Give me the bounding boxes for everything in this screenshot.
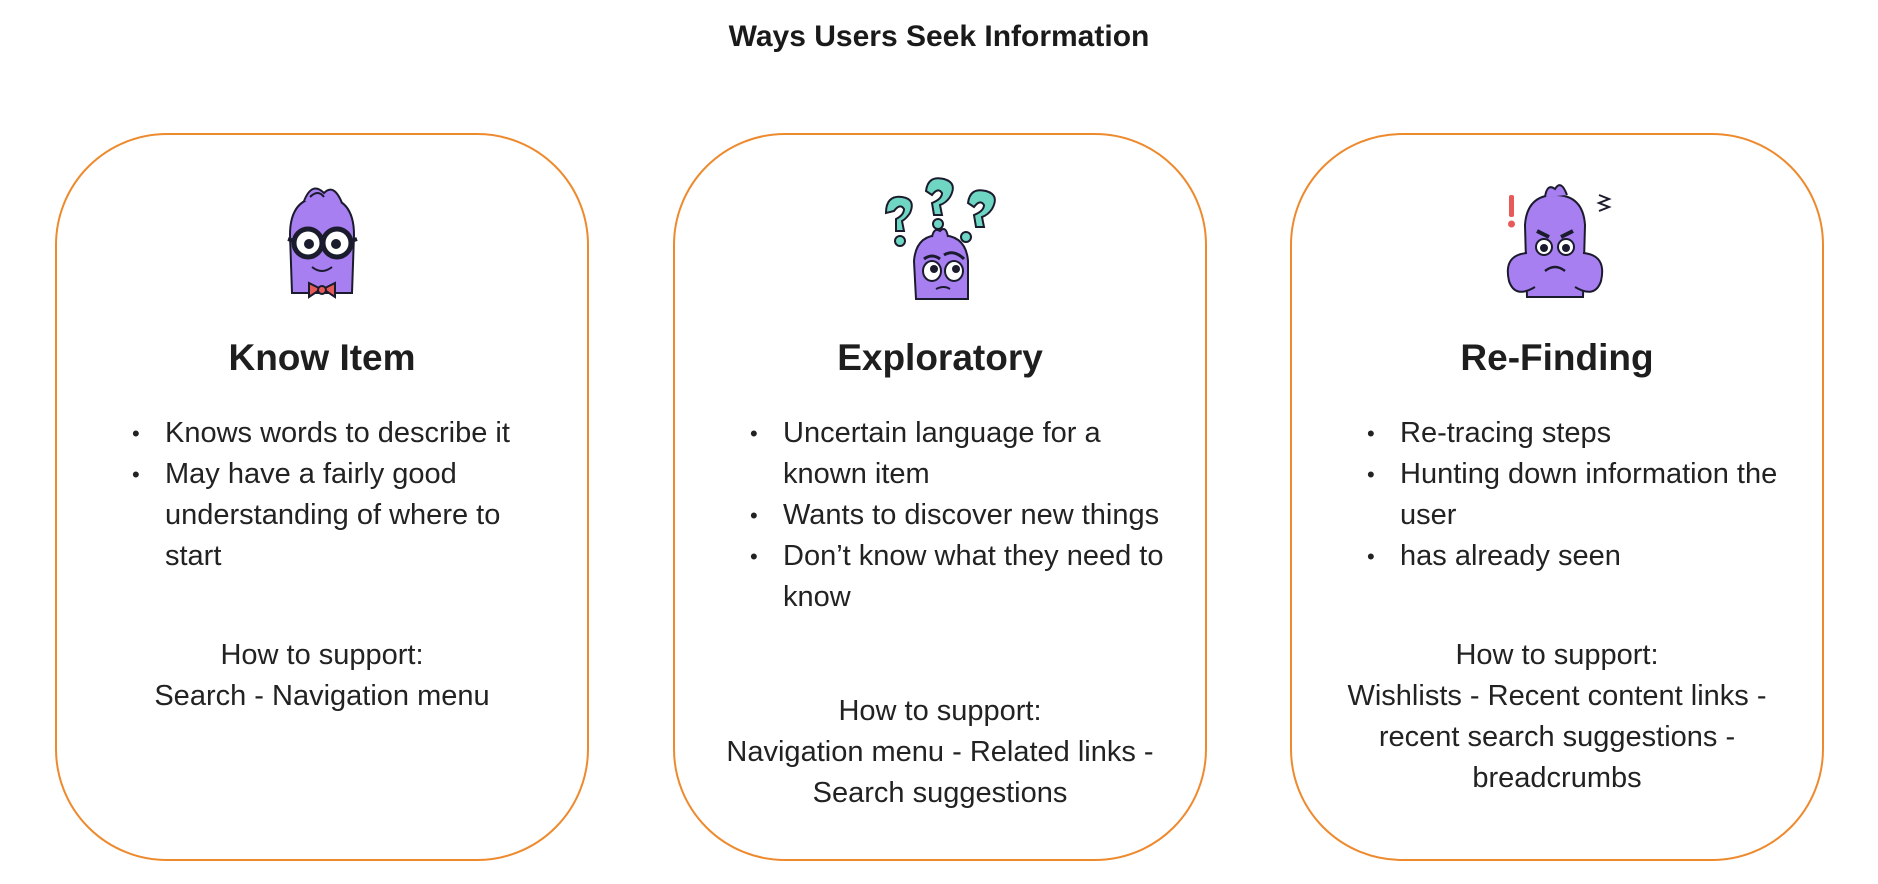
- support-text: Navigation menu - Related links - Search…: [726, 736, 1154, 809]
- card-re-finding: Re-Finding Re-tracing steps Hunting down…: [1290, 133, 1824, 861]
- support-section: How to support: Search - Navigation menu: [57, 635, 587, 717]
- support-label: How to support:: [838, 695, 1042, 727]
- support-text: Wishlists - Recent content links - recen…: [1347, 680, 1767, 794]
- confused-monster-icon: [884, 177, 996, 300]
- card-title: Know Item: [228, 337, 416, 378]
- list-item: Uncertain language for a known item: [750, 413, 1180, 495]
- card-title: Re-Finding: [1460, 337, 1654, 378]
- support-label: How to support:: [220, 639, 424, 671]
- frustrated-monster-icon: [1506, 184, 1612, 298]
- support-label: How to support:: [1455, 639, 1659, 671]
- list-item: Hunting down information the user: [1367, 454, 1797, 536]
- card-title: Exploratory: [837, 337, 1043, 378]
- list-item: May have a fairly good understanding of …: [132, 454, 562, 577]
- list-item: has already seen: [1367, 536, 1797, 577]
- card-exploratory: Exploratory Uncertain language for a kno…: [673, 133, 1207, 861]
- list-item: Don’t know what they need to know: [750, 536, 1180, 618]
- support-section: How to support: Navigation menu - Relate…: [675, 691, 1205, 814]
- page-title: Ways Users Seek Information: [728, 20, 1150, 53]
- bullet-list: Knows words to describe it May have a fa…: [132, 413, 562, 577]
- list-item: Wants to discover new things: [750, 495, 1180, 536]
- list-item: Re-tracing steps: [1367, 413, 1797, 454]
- bullet-list: Uncertain language for a known item Want…: [750, 413, 1180, 618]
- bullet-list: Re-tracing steps Hunting down informatio…: [1367, 413, 1797, 577]
- nerd-monster-icon: [287, 187, 358, 299]
- support-section: How to support: Wishlists - Recent conte…: [1292, 635, 1822, 799]
- list-item: Knows words to describe it: [132, 413, 562, 454]
- support-text: Search - Navigation menu: [154, 680, 490, 712]
- card-know-item: Know Item Knows words to describe it May…: [55, 133, 589, 861]
